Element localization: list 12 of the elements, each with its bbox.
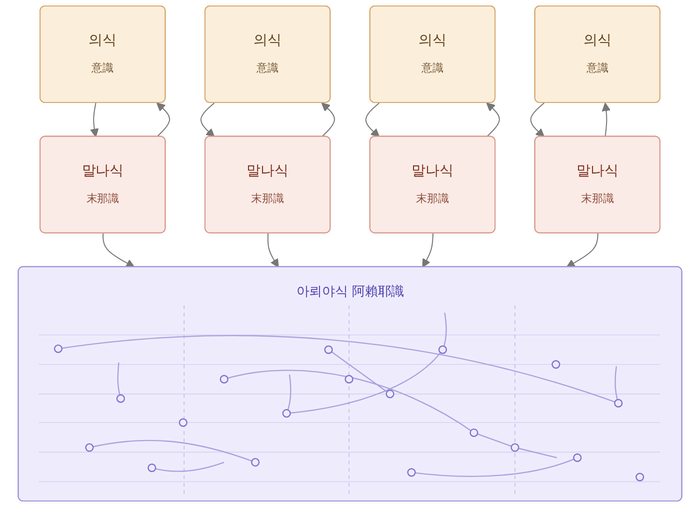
arrow	[200, 102, 215, 138]
arrow	[566, 232, 598, 268]
arrow	[102, 232, 135, 268]
arrow	[156, 102, 170, 138]
arrow	[422, 232, 434, 268]
arrow	[365, 102, 380, 138]
arrow	[90, 102, 99, 138]
arrow	[602, 102, 611, 138]
arrow	[267, 232, 279, 268]
arrow	[530, 102, 545, 138]
arrow	[486, 102, 500, 138]
arrow	[321, 102, 335, 138]
